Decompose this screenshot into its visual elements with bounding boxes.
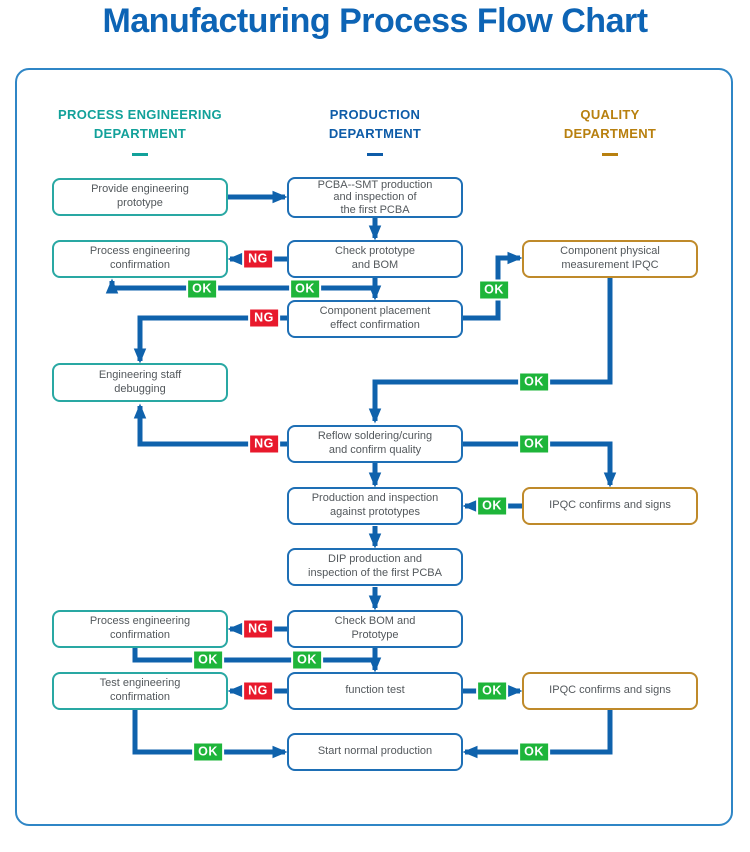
column-dash xyxy=(367,153,383,156)
ok-badge: OK xyxy=(518,741,550,763)
node-function-test: function test xyxy=(287,672,463,710)
column-header-line: DEPARTMENT xyxy=(93,125,187,141)
column-dash xyxy=(132,153,148,156)
column-header-line: DEPARTMENT xyxy=(563,125,657,141)
edge-process-confirmation-ok-merge xyxy=(132,648,372,663)
column-header-quality: QUALITY DEPARTMENT xyxy=(500,106,720,144)
ok-badge: OK xyxy=(476,680,508,702)
node-ipqc-confirms-and-signs-2: IPQC confirms and signs xyxy=(522,672,698,710)
node-pcba-smt-production: PCBA--SMT production and inspection of t… xyxy=(287,177,463,218)
ok-badge: OK xyxy=(186,278,218,300)
column-header-production: PRODUCTION DEPARTMENT xyxy=(265,106,485,144)
ng-badge: NG xyxy=(242,680,274,702)
edge-placement-ng xyxy=(133,315,287,364)
ok-badge: OK xyxy=(518,371,550,393)
page-title: Manufacturing Process Flow Chart xyxy=(102,2,648,40)
node-component-physical-measurement-ipqc: Component physical measurement IPQC xyxy=(522,240,698,278)
column-header-line: PROCESS ENGINEERING xyxy=(58,107,222,122)
node-test-engineering-confirmation: Test engineering confirmation xyxy=(52,672,228,710)
node-check-prototype-and-bom: Check prototype and BOM xyxy=(287,240,463,278)
ok-badge: OK xyxy=(478,279,510,301)
ok-badge: OK xyxy=(289,278,321,300)
node-production-inspection-against-prototypes: Production and inspection against protot… xyxy=(287,487,463,525)
node-provide-engineering-prototype: Provide engineering prototype xyxy=(52,178,228,216)
edge-ok-to-process-confirmation xyxy=(105,278,375,294)
column-header-line: DEPARTMENT xyxy=(328,125,422,141)
node-component-placement-effect-confirmation: Component placement effect confirmation xyxy=(287,300,463,338)
node-reflow-soldering-curing: Reflow soldering/curing and confirm qual… xyxy=(287,425,463,463)
ok-badge: OK xyxy=(192,649,224,671)
node-dip-production-inspection: DIP production and inspection of the fir… xyxy=(287,548,463,586)
node-check-bom-and-prototype: Check BOM and Prototype xyxy=(287,610,463,648)
edge-reflow-ok-to-ipqc-signs xyxy=(463,441,617,488)
ok-badge: OK xyxy=(476,495,508,517)
ok-badge: OK xyxy=(518,433,550,455)
edge-test-confirmation-ok-to-start xyxy=(132,710,288,759)
edge-ipqc2-ok-to-start xyxy=(462,710,613,759)
ng-badge: NG xyxy=(242,248,274,270)
column-dash xyxy=(602,153,618,156)
ok-badge: OK xyxy=(192,741,224,763)
node-process-engineering-confirmation-1: Process engineering confirmation xyxy=(52,240,228,278)
node-engineering-staff-debugging: Engineering staff debugging xyxy=(52,363,228,402)
edge-ipqc-ok-to-reflow xyxy=(368,278,613,424)
column-header-line: PRODUCTION xyxy=(329,107,421,122)
ok-badge: OK xyxy=(291,649,323,671)
node-start-normal-production: Start normal production xyxy=(287,733,463,771)
ng-badge: NG xyxy=(248,433,280,455)
ng-badge: NG xyxy=(248,307,280,329)
ng-badge: NG xyxy=(242,618,274,640)
node-process-engineering-confirmation-2: Process engineering confirmation xyxy=(52,610,228,648)
edge-reflow-ng xyxy=(133,403,287,447)
node-ipqc-confirms-and-signs-1: IPQC confirms and signs xyxy=(522,487,698,525)
column-header-process-engineering: PROCESS ENGINEERING DEPARTMENT xyxy=(30,106,250,144)
column-header-line: QUALITY xyxy=(580,107,640,122)
